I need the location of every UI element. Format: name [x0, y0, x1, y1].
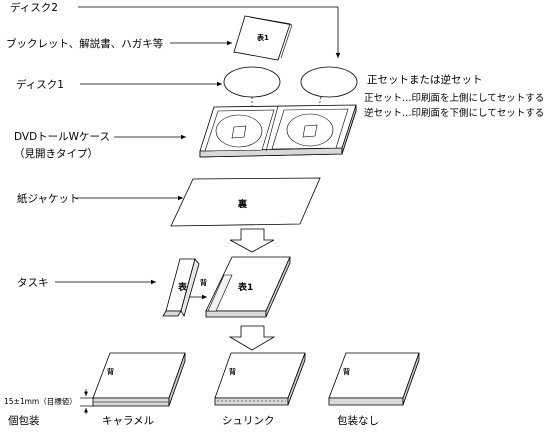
block-arrow-2 — [228, 325, 276, 351]
note-reverse-set: 逆セット…印刷面を下側にしてセットする — [364, 107, 544, 119]
none-spine-mark: 背 — [343, 367, 350, 376]
caramel-spine-mark: 背 — [107, 367, 114, 376]
note-orientation-title: 正セットまたは逆セット — [367, 73, 483, 86]
label-tasuki: タスキ — [17, 277, 49, 289]
note-forward-set: 正セット…印刷面を上側にしてセットする — [364, 92, 544, 104]
box-front1-mark: 表1 — [237, 281, 253, 293]
block-arrow-1 — [229, 228, 275, 253]
label-jacket: 紙ジャケット — [17, 192, 79, 205]
booklet-front-mark: 表1 — [256, 33, 269, 42]
package-caramel-illustration: 背 — [92, 352, 186, 407]
package-none-illustration: 背 — [328, 352, 420, 406]
label-individual-packaging: 個包装 — [8, 414, 40, 427]
label-case-line2: （見開きタイプ） — [14, 148, 98, 160]
leader-disc2 — [78, 6, 341, 58]
tasuki-illustration: 表 背 — [162, 258, 207, 317]
booklet-illustration: 表1 — [233, 15, 293, 61]
label-disc2: ディスク2 — [10, 1, 58, 14]
disc1-illustration — [223, 66, 281, 98]
package-shrink-illustration: 背 — [214, 352, 306, 406]
caption-none: 包装なし — [337, 414, 379, 427]
label-disc1: ディスク1 — [16, 78, 64, 91]
shrink-spine-mark: 背 — [229, 367, 236, 376]
dvd-case-illustration — [199, 104, 357, 158]
dimension-label: 15±1mm（目標値） — [4, 396, 77, 406]
assembled-box-illustration: 表1 — [205, 256, 291, 318]
tasuki-spine-mark: 背 — [200, 278, 207, 287]
tasuki-front-mark: 表 — [177, 281, 188, 293]
disc2-illustration — [300, 66, 358, 98]
label-case-line1: DVDトールWケース — [14, 131, 110, 143]
caption-shrink: シュリンク — [222, 415, 275, 427]
leader-lines — [55, 6, 341, 285]
caption-caramel: キャラメル — [102, 415, 154, 427]
jacket-back-mark: 裏 — [237, 198, 248, 210]
label-booklet: ブックレット、解説書、ハガキ等 — [6, 37, 164, 50]
thickness-dimension — [80, 389, 94, 414]
paper-jacket-illustration: 裏 — [170, 177, 321, 227]
